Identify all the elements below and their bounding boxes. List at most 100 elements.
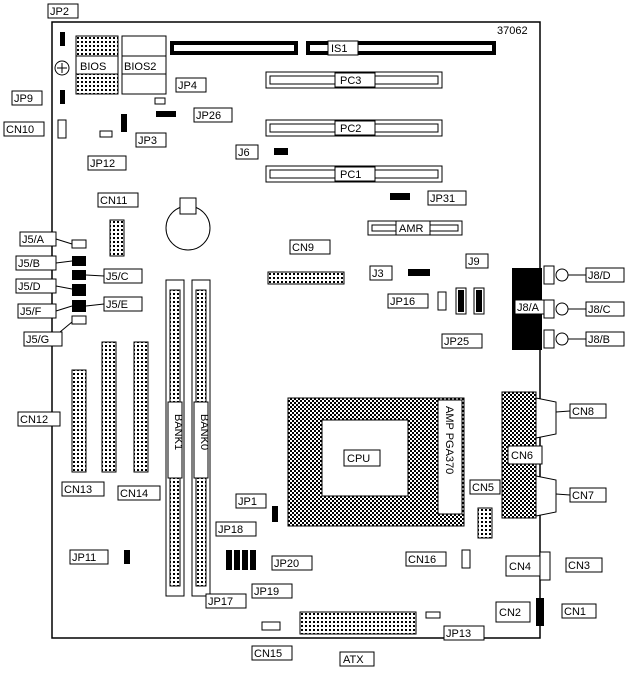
svg-text:BANK0: BANK0	[198, 414, 210, 450]
cn5: CN5	[469, 479, 501, 539]
svg-text:CN3: CN3	[568, 560, 590, 572]
board-id: 37062	[497, 25, 528, 37]
svg-text:CN10: CN10	[6, 124, 34, 136]
j5-group: J5/A J5/B J5/D J5/F J5/G J5/C J5/E	[15, 231, 143, 347]
svg-text:JP4: JP4	[178, 80, 197, 92]
jp13: JP13	[425, 611, 485, 641]
svg-text:CN4: CN4	[509, 561, 531, 573]
pci-slot-pc2: PC2	[265, 119, 443, 137]
cpu-socket: CPU AMP PGA370	[287, 397, 465, 527]
jp31: JP31	[390, 190, 467, 206]
bios2-chip: BIOS2	[121, 35, 167, 95]
svg-text:JP18: JP18	[218, 524, 243, 536]
svg-text:CPU: CPU	[347, 453, 370, 465]
bios-chip: BIOS	[75, 35, 119, 95]
cn9: CN9	[267, 239, 345, 285]
svg-text:JP12: JP12	[90, 158, 115, 170]
jp2: JP2	[47, 3, 79, 46]
jp11: JP11	[69, 549, 130, 565]
svg-text:BIOS2: BIOS2	[124, 61, 156, 73]
svg-text:CN8: CN8	[572, 406, 594, 418]
svg-text:BANK1: BANK1	[172, 414, 184, 450]
j6: J6	[235, 144, 288, 160]
cn15: CN15	[251, 621, 293, 661]
cn16: CN16	[405, 549, 471, 569]
svg-text:JP11: JP11	[72, 552, 96, 564]
svg-text:J8/B: J8/B	[588, 334, 610, 346]
jp4: JP4	[154, 77, 207, 105]
svg-text:J5/D: J5/D	[18, 281, 41, 293]
svg-text:J5/A: J5/A	[22, 234, 45, 246]
svg-text:CN14: CN14	[120, 488, 148, 500]
svg-text:JP13: JP13	[446, 628, 471, 640]
svg-text:JP31: JP31	[430, 193, 455, 205]
svg-text:JP19: JP19	[254, 586, 279, 598]
is1-slot: IS1	[170, 40, 496, 56]
svg-text:JP2: JP2	[50, 6, 69, 18]
jp16: JP16	[387, 291, 447, 311]
svg-text:PC1: PC1	[340, 169, 361, 181]
svg-text:AMR: AMR	[399, 223, 424, 235]
svg-text:J5/C: J5/C	[106, 271, 129, 283]
svg-text:IS1: IS1	[331, 43, 348, 55]
cmos-battery	[165, 197, 211, 251]
svg-text:JP9: JP9	[14, 93, 33, 105]
jp12: JP12	[87, 130, 127, 171]
jp25: JP25	[441, 287, 483, 349]
svg-text:JP3: JP3	[138, 135, 157, 147]
jp1: JP1	[235, 493, 278, 522]
svg-text:J9: J9	[468, 256, 480, 268]
atx-power: ATX	[299, 611, 417, 667]
svg-text:JP16: JP16	[390, 296, 415, 308]
dimm-bank1: BANK1	[165, 279, 185, 597]
cn11: CN11	[97, 192, 139, 257]
jp26: JP26	[156, 107, 233, 123]
svg-text:J8/A: J8/A	[517, 302, 540, 314]
jp9: JP9	[11, 90, 65, 106]
svg-text:JP17: JP17	[208, 596, 233, 608]
j8-audio: J8/A J8/D J8/C J8/B	[512, 265, 625, 350]
svg-text:JP1: JP1	[238, 496, 257, 508]
jp3: JP3	[121, 114, 167, 148]
cn10: CN10	[3, 119, 67, 139]
svg-text:CN5: CN5	[472, 482, 494, 494]
svg-text:J8/C: J8/C	[588, 304, 611, 316]
svg-text:PC3: PC3	[340, 75, 361, 87]
svg-text:J5/F: J5/F	[20, 306, 42, 318]
pci-slot-pc1: PC1	[265, 165, 443, 183]
svg-text:AMP PGA370: AMP PGA370	[443, 406, 455, 474]
svg-text:CN11: CN11	[100, 195, 127, 207]
svg-text:J5/E: J5/E	[106, 299, 128, 311]
svg-text:CN6: CN6	[511, 450, 533, 462]
svg-text:J5/B: J5/B	[18, 258, 40, 270]
cn6-ports: CN6 CN8 CN7	[501, 391, 607, 519]
cn12: CN12	[17, 369, 87, 473]
j9: J9	[465, 253, 489, 315]
svg-text:CN1: CN1	[564, 606, 586, 618]
svg-text:J5/G: J5/G	[26, 334, 49, 346]
svg-text:J3: J3	[372, 268, 384, 280]
cn13: CN13	[61, 341, 117, 497]
cn2-cn1: CN2 CN1	[495, 598, 597, 626]
svg-text:CN12: CN12	[20, 414, 48, 426]
cn4-cn3: CN4 CN3	[505, 551, 603, 581]
j3: J3	[369, 265, 430, 281]
svg-text:J6: J6	[238, 147, 250, 159]
dimm-bank0: BANK0	[191, 279, 211, 597]
cn14: CN14	[117, 341, 161, 501]
svg-text:BIOS: BIOS	[80, 61, 106, 73]
svg-text:CN7: CN7	[572, 490, 594, 502]
svg-text:CN2: CN2	[499, 607, 521, 619]
svg-text:PC2: PC2	[340, 123, 361, 135]
svg-text:ATX: ATX	[343, 654, 364, 666]
svg-text:J8/D: J8/D	[588, 270, 611, 282]
amr-slot: AMR	[367, 220, 463, 236]
svg-text:CN15: CN15	[254, 648, 282, 660]
svg-text:CN16: CN16	[408, 554, 436, 566]
svg-text:JP26: JP26	[196, 110, 221, 122]
pci-slot-pc3: PC3	[265, 71, 443, 89]
svg-text:JP20: JP20	[274, 558, 299, 570]
svg-text:CN9: CN9	[292, 242, 314, 254]
svg-text:CN13: CN13	[64, 484, 92, 496]
